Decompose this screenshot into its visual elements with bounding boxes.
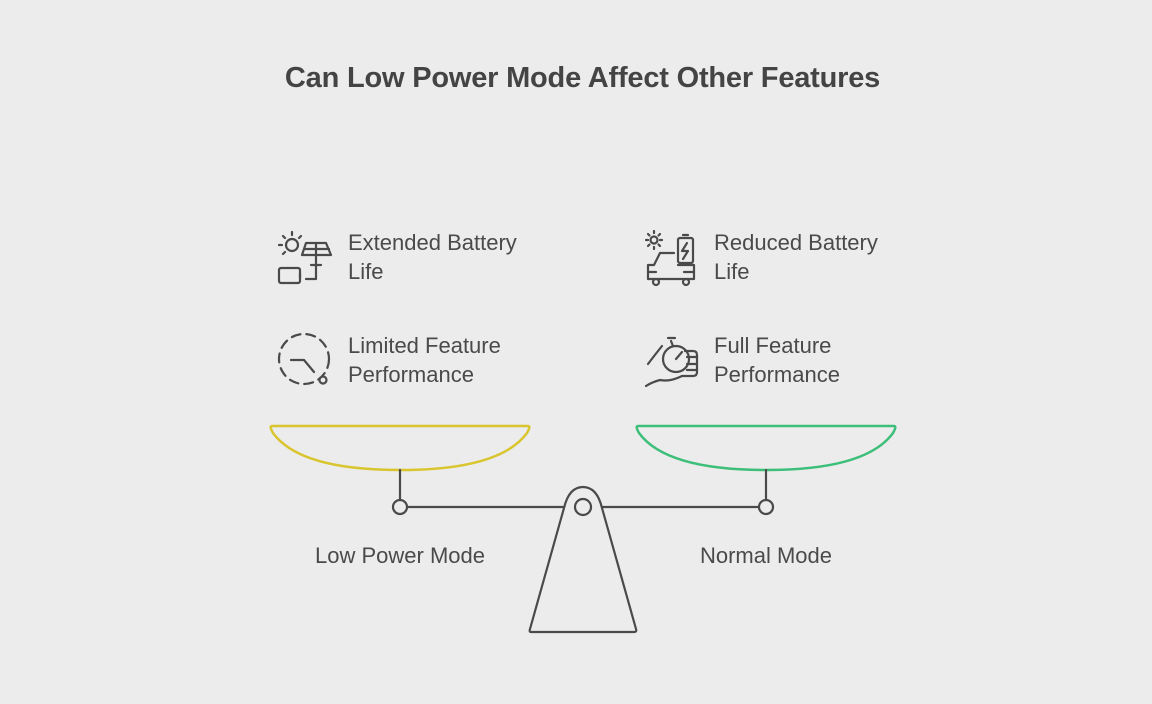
item-limited-feature-performance: Limited Feature Performance [348,333,501,387]
hand-stopwatch-icon [644,336,699,388]
car-charging-icon [644,229,696,287]
diagram-title: Can Low Power Mode Affect Other Features [284,62,881,94]
solar-battery-icon [277,230,333,285]
item-extended-battery-life: Extended Battery Life [348,230,517,284]
label-normal-mode: Normal Mode [699,543,833,568]
scale-stand [528,485,638,634]
label-low-power-mode: Low Power Mode [315,543,485,568]
item-reduced-battery-life: Reduced Battery Life [714,230,878,284]
center-pivot [573,497,593,517]
dashed-timer-icon [277,332,331,386]
left-pan [269,424,531,472]
left-pivot [391,498,409,516]
item-full-feature-performance: Full Feature Performance [714,333,840,387]
right-pan [635,424,897,472]
right-pivot [757,498,775,516]
